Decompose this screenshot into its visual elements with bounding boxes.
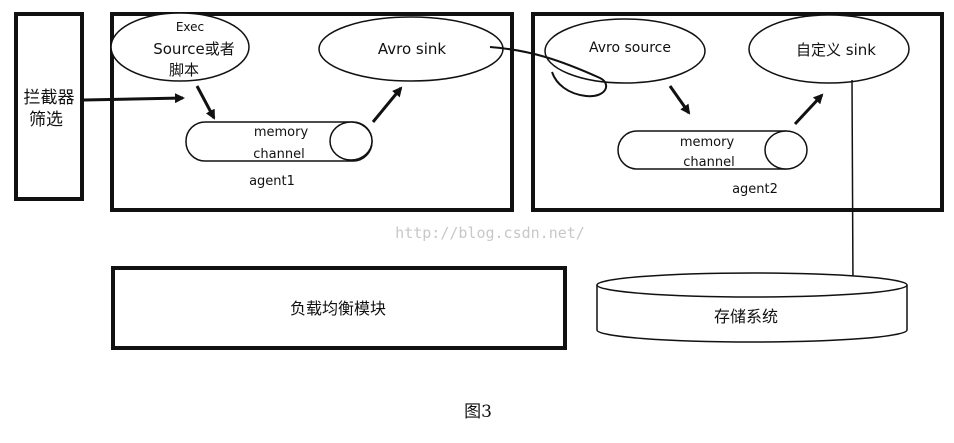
- load-balancing-box: 负载均衡模块: [111, 266, 567, 350]
- custom-sink-ellipse: [748, 14, 910, 84]
- arrow-channel1-to-avro-sink: [371, 86, 403, 123]
- arrow-sink-to-storage: [847, 79, 858, 290]
- exec-source-line2: Source或者: [153, 40, 235, 58]
- agent2-box: Avro source 自定义 sink memory channel agen…: [531, 12, 944, 212]
- agent1-box: Exec Source或者 脚本 Avro sink memory channe…: [110, 12, 514, 212]
- load-balancing-label: 负载均衡模块: [290, 299, 386, 318]
- arrow-channel2-to-custom-sink: [793, 93, 824, 126]
- storage-system: 存储系统: [596, 272, 908, 343]
- watermark: http://blog.csdn.net/: [395, 224, 585, 242]
- memory-channel2-end: [764, 130, 808, 170]
- agent2-name: agent2: [732, 182, 778, 197]
- interceptor-box: 拦截器 筛选: [14, 12, 84, 201]
- agent1-name: agent1: [249, 174, 295, 189]
- exec-source-line1: Exec: [176, 20, 204, 34]
- flow-arrows: [83, 46, 858, 290]
- memory-channel2-line1: memory: [680, 135, 735, 150]
- avro-link-curve: [489, 46, 608, 98]
- arrow-avro-source-to-channel2: [668, 85, 691, 115]
- memory-channel1-line1: memory: [254, 125, 309, 140]
- exec-source-ellipse: [110, 12, 250, 82]
- interceptor-label-line1: 拦截器: [24, 88, 75, 108]
- avro-sink-label: Avro sink: [378, 40, 447, 58]
- interceptor-label-line2: 筛选: [29, 110, 63, 130]
- memory-channel1-end: [329, 121, 373, 161]
- exec-source-line3: 脚本: [169, 61, 199, 79]
- storage-system-label: 存储系统: [714, 307, 778, 326]
- figure-caption: 图3: [464, 402, 492, 422]
- avro-source-ellipse: [544, 18, 706, 84]
- arrow-interceptor-to-source: [83, 93, 185, 104]
- avro-source-label: Avro source: [589, 40, 671, 56]
- memory-channel2-line2: channel: [683, 155, 734, 170]
- memory-channel1-line2: channel: [253, 147, 304, 162]
- arrow-source-to-channel1: [195, 85, 216, 120]
- custom-sink-label: 自定义 sink: [796, 41, 876, 59]
